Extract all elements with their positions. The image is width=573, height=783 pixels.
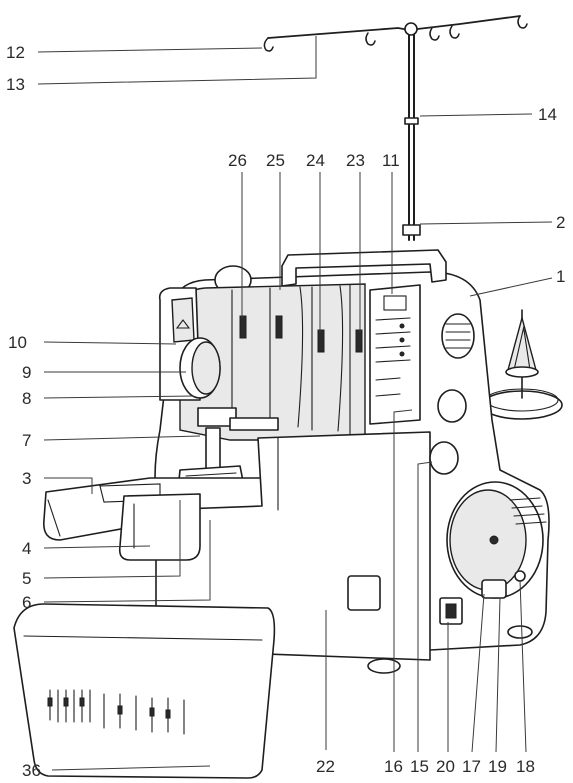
callout-5: 5 xyxy=(22,569,31,588)
callout-20: 20 xyxy=(436,757,455,776)
callout-8: 8 xyxy=(22,389,31,408)
tray-compartments xyxy=(47,689,185,735)
callout-6: 6 xyxy=(22,593,31,612)
callout-25: 25 xyxy=(266,151,285,170)
callout-2: 2 xyxy=(556,213,565,232)
control-panel-marks xyxy=(375,317,411,397)
callout-16: 16 xyxy=(384,757,403,776)
callout-10: 10 xyxy=(8,333,27,352)
callout-36: 36 xyxy=(22,761,41,780)
callout-4: 4 xyxy=(22,539,31,558)
callout-22: 22 xyxy=(316,757,335,776)
vent-grille xyxy=(509,497,547,525)
callout-7: 7 xyxy=(22,431,31,450)
callout-13: 13 xyxy=(6,75,25,94)
callout-14: 14 xyxy=(538,105,557,124)
callout-26: 26 xyxy=(228,151,247,170)
callout-15: 15 xyxy=(410,757,429,776)
accessory-tray xyxy=(13,603,276,779)
callout-18: 18 xyxy=(516,757,535,776)
callout-11: 11 xyxy=(382,151,400,170)
leader-lines xyxy=(37,36,553,771)
callout-3: 3 xyxy=(22,469,31,488)
callout-9: 9 xyxy=(22,363,31,382)
thread-stand xyxy=(263,15,528,241)
callout-1: 1 xyxy=(556,267,565,286)
callout-24: 24 xyxy=(306,151,325,170)
callout-17: 17 xyxy=(462,757,481,776)
callout-23: 23 xyxy=(346,151,365,170)
spool-pin-with-cone xyxy=(481,309,563,420)
callout-19: 19 xyxy=(488,757,507,776)
callout-labels: 12 13 14 2 1 26 25 24 23 11 10 9 8 7 3 4… xyxy=(6,43,565,780)
callout-12: 12 xyxy=(6,43,25,62)
